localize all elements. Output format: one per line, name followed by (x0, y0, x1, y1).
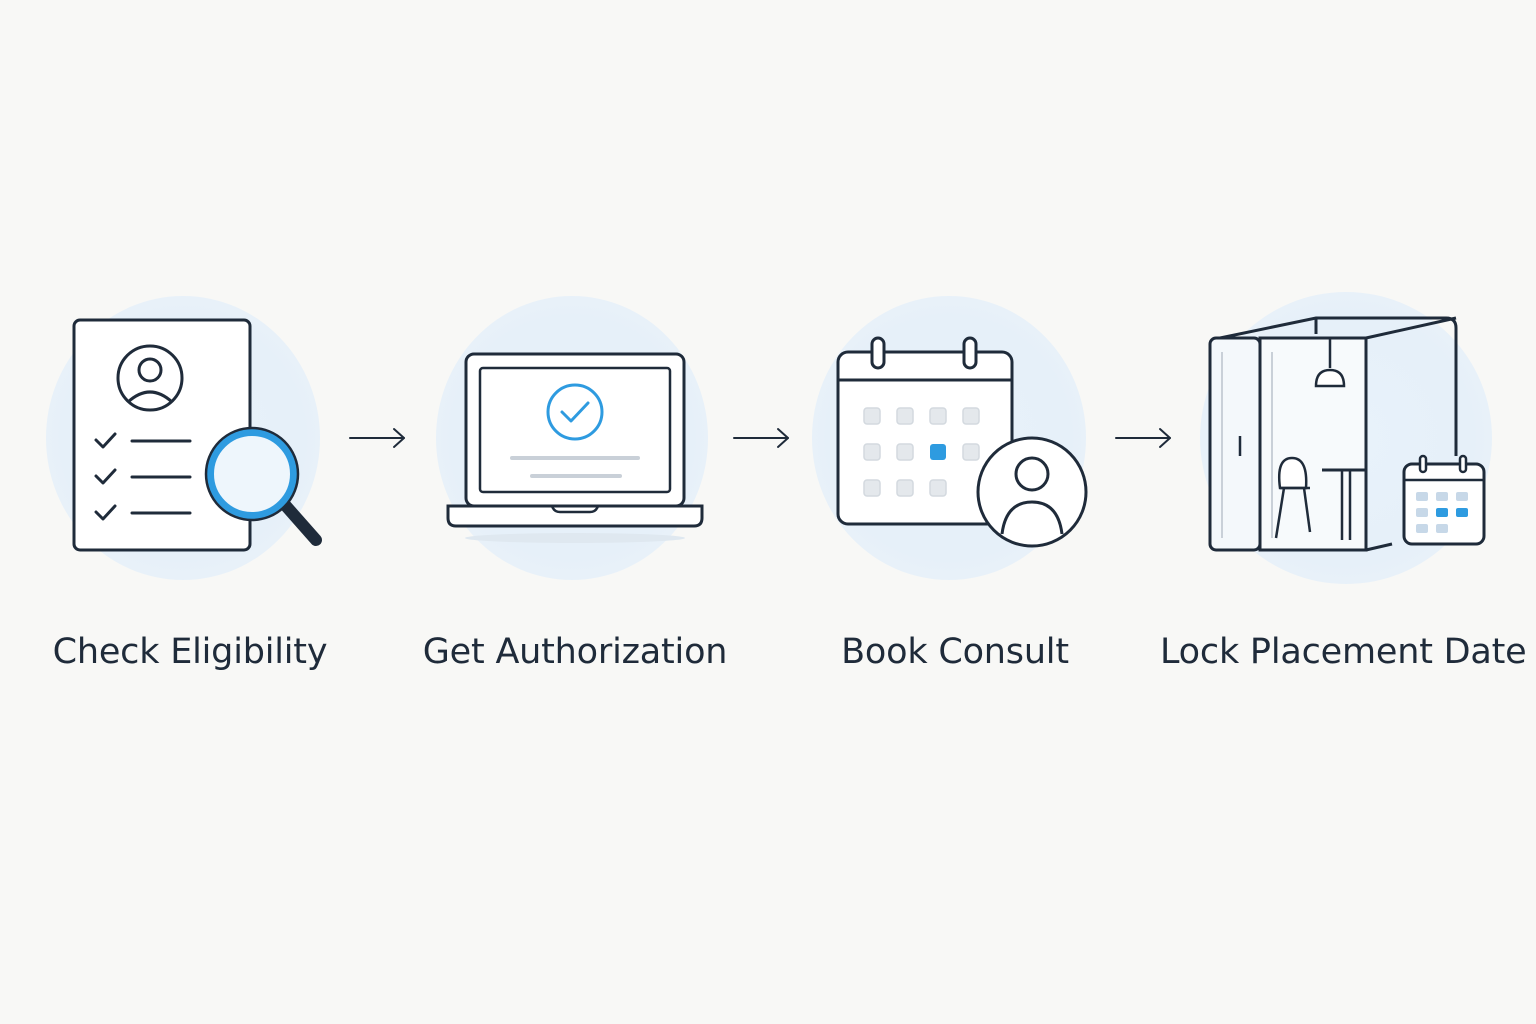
step-2-label: Get Authorization (422, 632, 728, 672)
laptop-check-icon (446, 352, 704, 543)
document-magnifier-icon (72, 318, 322, 552)
step-1-label: Check Eligibility (52, 632, 328, 672)
arrow-right-icon (349, 428, 405, 448)
step-3-label: Book Consult (841, 632, 1069, 672)
arrow-right-icon (733, 428, 789, 448)
arrow-right-icon (1115, 428, 1171, 448)
calendar-person-icon (836, 336, 1088, 548)
office-pod-calendar-icon (1208, 316, 1486, 552)
step-4-label: Lock Placement Date (1160, 632, 1527, 672)
